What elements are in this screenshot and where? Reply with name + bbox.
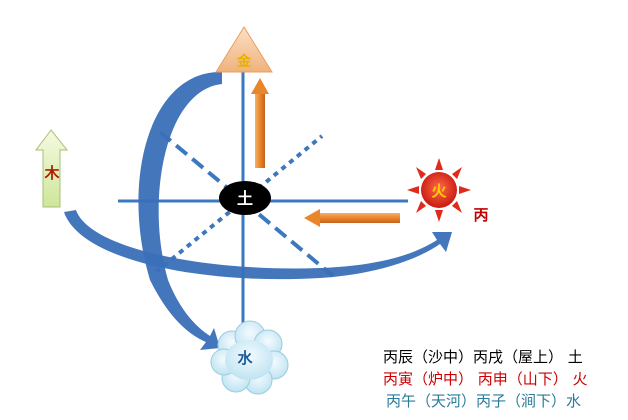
node-earth: 土: [219, 181, 271, 215]
node-fire-side-label: 丙: [473, 206, 488, 224]
curved-arrow-metal-to-water: [138, 71, 222, 350]
diagonal-dashed-right: [241, 199, 335, 278]
diagonal-dotted-left: [154, 199, 245, 274]
diagonal-dotted-right: [241, 134, 324, 203]
orange-arrow-left: [304, 209, 400, 227]
orange-arrow-up: [251, 78, 269, 168]
node-water: 水: [210, 320, 289, 395]
nayin-legend: 丙辰（沙中）丙戌（屋上） 土 丙寅（炉中） 丙申（山下） 火 丙午（天河）丙子（…: [383, 346, 623, 412]
curved-arrow-wood-to-fire: [64, 210, 452, 280]
legend-line-earth: 丙辰（沙中）丙戌（屋上） 土: [383, 348, 583, 366]
node-wood: 木: [35, 129, 69, 208]
node-metal: 金: [215, 26, 273, 73]
node-water-label: 水: [237, 349, 253, 367]
node-fire-label: 火: [431, 182, 447, 200]
legend-line-water: 丙午（天河）丙子（涧下）水: [386, 392, 582, 410]
legend-line-fire: 丙寅（炉中） 丙申（山下） 火: [383, 370, 588, 388]
node-wood-label: 木: [43, 164, 60, 182]
cloud-icon: [210, 320, 289, 395]
sun-rays-icon: [407, 158, 471, 222]
node-earth-label: 土: [237, 189, 253, 208]
node-metal-label: 金: [236, 53, 252, 70]
node-fire: 火 丙: [407, 158, 489, 224]
